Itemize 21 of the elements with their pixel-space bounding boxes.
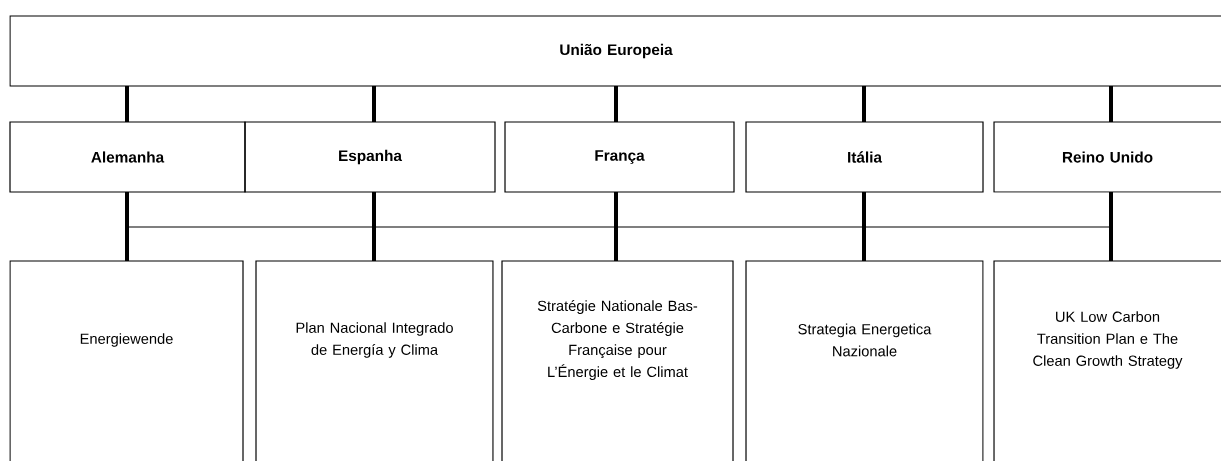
union-box: União Europeia: [9, 15, 1221, 87]
policy-box: Stratégie Nationale Bas-Carbone e Stratégie Française pour L’Énergie et le Climat: [501, 260, 734, 461]
connector-line: [614, 192, 618, 261]
connector-line: [1109, 86, 1113, 122]
policy-box: Strategia Energetica Nazionale: [745, 260, 984, 461]
country-box: Espanha: [244, 121, 496, 193]
connector-line: [1109, 192, 1113, 261]
country-box: Reino Unido: [993, 121, 1221, 193]
country-box: França: [504, 121, 735, 193]
connector-line: [125, 86, 129, 122]
connector-line: [372, 192, 376, 261]
policy-box: Plan Nacional Integrado de Energía y Clima: [255, 260, 494, 461]
connector-line: [614, 86, 618, 122]
connector-line: [862, 192, 866, 261]
country-box: Itália: [745, 121, 984, 193]
policy-box: UK Low Carbon Transition Plan e The Clean Growth Strategy: [993, 260, 1221, 461]
connector-line: [372, 86, 376, 122]
policy-box: Energiewende: [9, 260, 244, 461]
country-box: Alemanha: [9, 121, 246, 193]
connector-line: [862, 86, 866, 122]
connector-line: [125, 192, 129, 261]
